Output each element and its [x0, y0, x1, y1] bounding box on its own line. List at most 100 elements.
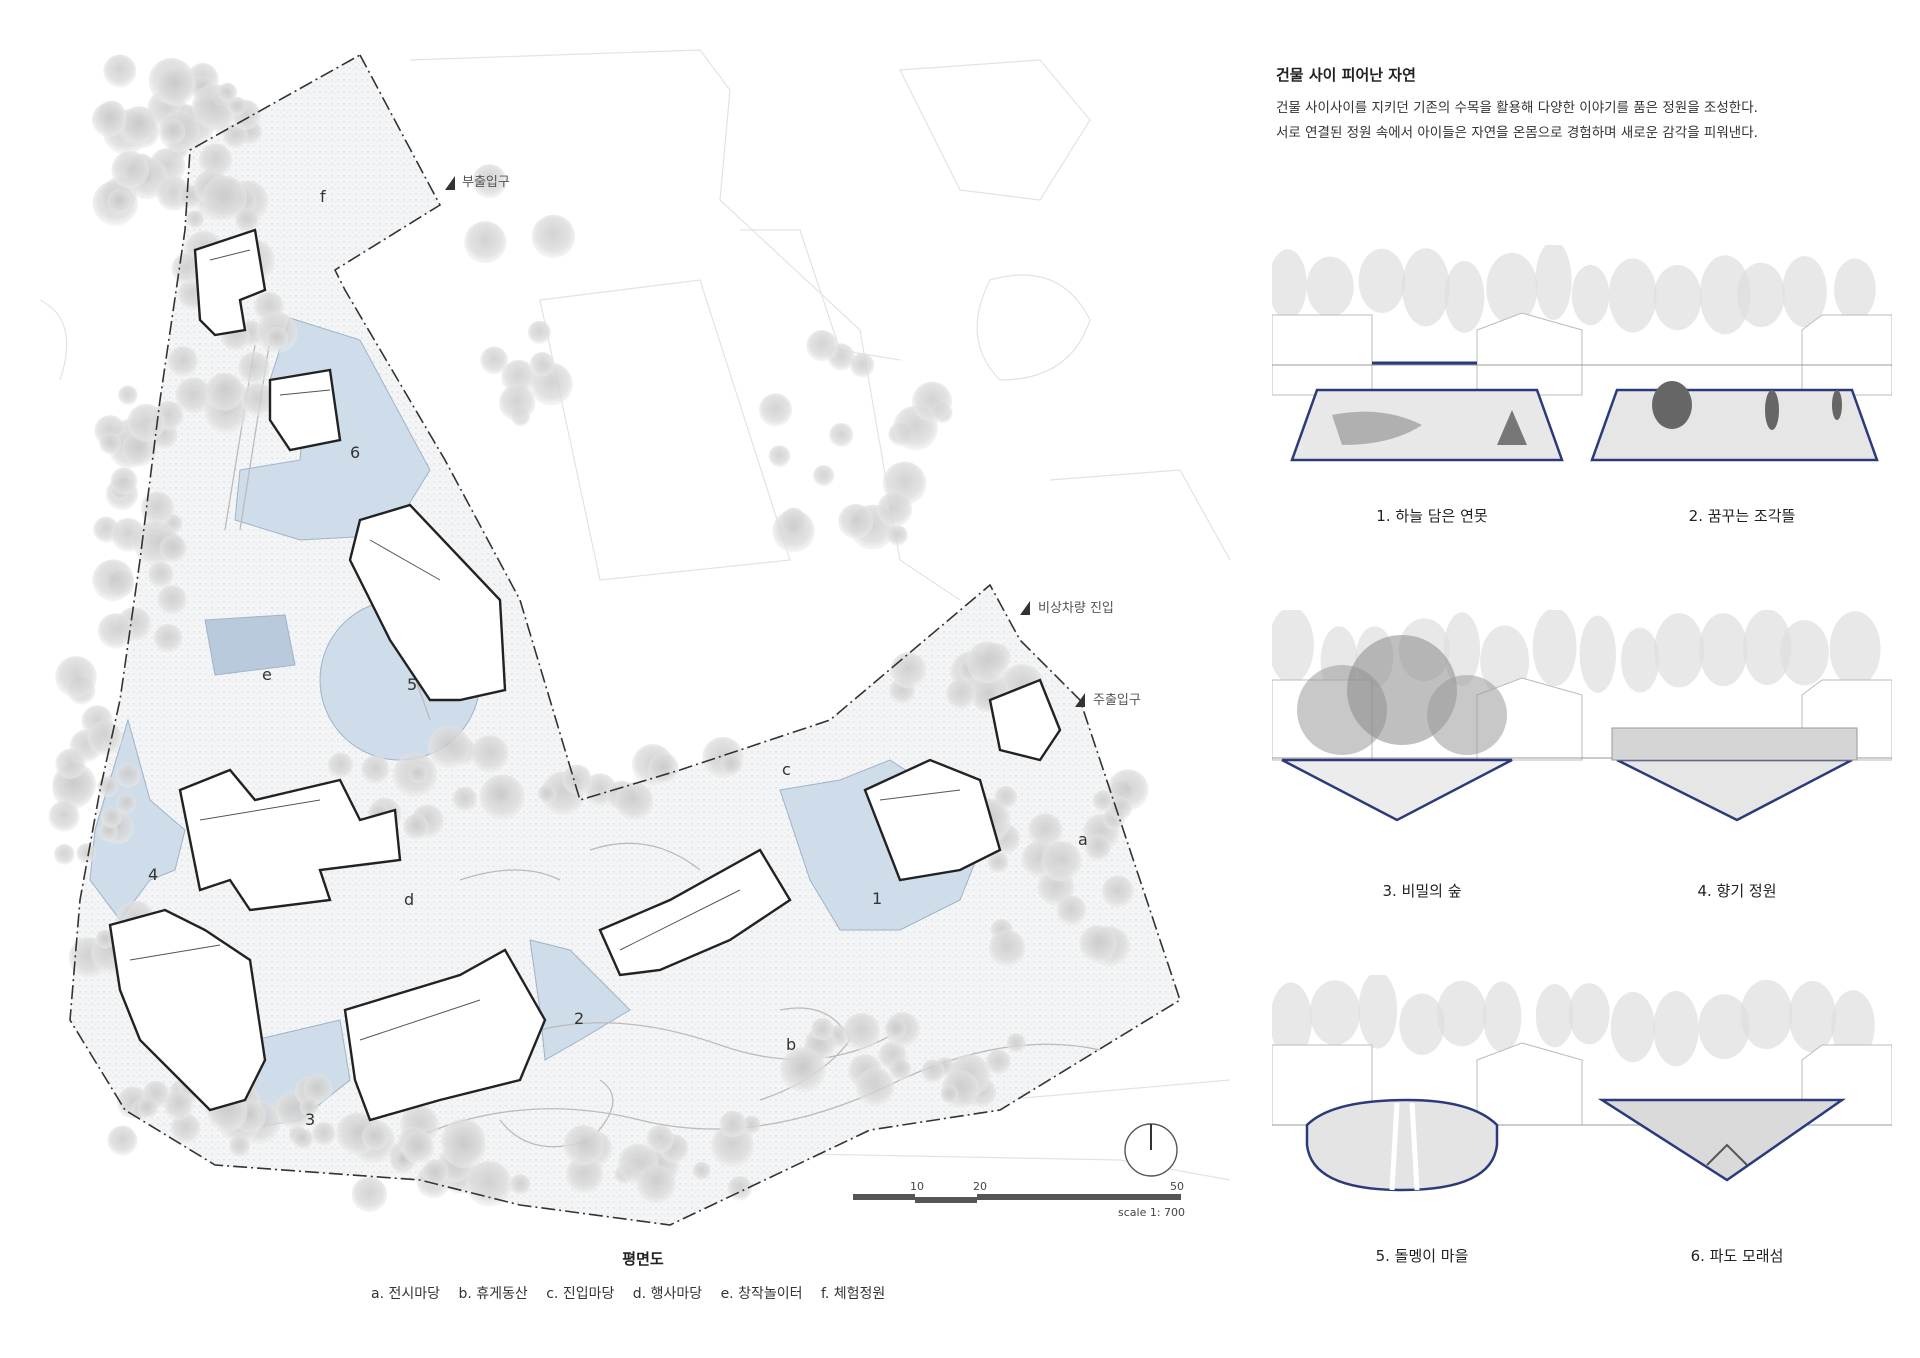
tree-canopy: [987, 851, 1009, 874]
tree-canopy: [53, 844, 75, 865]
tree-canopy: [877, 492, 913, 527]
background-tree: [1535, 984, 1574, 1048]
section-3-forest: [1281, 758, 1513, 822]
background-tree: [1621, 627, 1660, 693]
tree-canopy: [140, 491, 175, 526]
right-title: 건물 사이 피어난 자연: [1276, 66, 1416, 84]
section-3-4-drawing: [1272, 610, 1892, 822]
tree-canopy: [849, 353, 875, 378]
tree-canopy: [509, 1174, 531, 1195]
background-tree: [1653, 991, 1699, 1067]
background-tree: [1608, 258, 1657, 333]
garden-labels: 1 2 3 4 5 6: [148, 443, 882, 1129]
tree-canopy: [452, 786, 478, 812]
tree-canopy: [241, 382, 275, 417]
entry-markers: 부출입구 비상차량 진입 주출입구: [445, 175, 1141, 708]
section-1-pond: [1290, 388, 1564, 462]
tree-canopy: [327, 752, 354, 779]
tree-canopy: [111, 151, 149, 189]
background-tree: [1788, 981, 1837, 1053]
tree-canopy: [155, 65, 196, 107]
tree-canopy: [720, 753, 742, 776]
tree-canopy: [772, 509, 815, 553]
tree-canopy: [76, 843, 97, 864]
background-tree: [1653, 265, 1702, 331]
tree-canopy: [480, 346, 508, 375]
background-tree: [1486, 252, 1538, 325]
area-label-b: b: [786, 1035, 796, 1054]
tree-canopy: [768, 445, 791, 468]
tree-canopy: [646, 1125, 674, 1153]
scale-label: scale 1: 700: [1118, 1206, 1185, 1219]
background-tree: [1698, 994, 1750, 1060]
tree-canopy: [229, 1135, 251, 1157]
background-tree: [1402, 248, 1450, 327]
tree-canopy: [99, 432, 122, 455]
tree-canopy: [921, 1059, 945, 1083]
building-central: [348, 503, 507, 702]
background-tree: [1309, 980, 1361, 1046]
section-label-2: 2. 꿈꾸는 조각뜰: [1688, 507, 1796, 525]
section-5-stone-village: [1305, 1098, 1499, 1192]
tree-canopy: [562, 764, 592, 795]
tree-canopy: [1041, 841, 1082, 882]
building-west-a: [178, 768, 402, 912]
tree-canopy: [843, 1012, 881, 1051]
tree-canopy: [988, 930, 1026, 967]
tree-canopy: [227, 96, 247, 116]
tree-canopy: [198, 143, 233, 177]
background-tree: [1399, 993, 1445, 1055]
plan-legend: a. 전시마당 b. 휴게동산 c. 진입마당 d. 행사마당 e. 창작놀이터…: [371, 1283, 899, 1303]
tree-canopy: [167, 346, 199, 377]
site-boundary: [69, 53, 1181, 1226]
tree-canopy: [127, 403, 165, 442]
right-description-line-1: 건물 사이사이를 지키던 기존의 수목을 활용해 다양한 이야기를 품은 정원을…: [1276, 100, 1758, 116]
scale-bar: 10 20 50 scale 1: 700: [853, 1180, 1185, 1219]
tree-canopy: [103, 54, 137, 88]
building-south-a: [343, 948, 547, 1122]
tree-canopy: [890, 652, 927, 689]
background-tree: [1358, 248, 1406, 313]
garden-label-2: 2: [574, 1009, 584, 1028]
scale-tick-20: 20: [973, 1180, 987, 1193]
tree-canopy: [719, 1110, 747, 1138]
tree-canopy: [148, 562, 174, 588]
plan-title: 평면도: [622, 1250, 664, 1268]
right-description: 건물 사이사이를 지키던 기존의 수목을 활용해 다양한 이야기를 품은 정원을…: [1276, 96, 1758, 146]
tree-canopy: [806, 330, 838, 362]
tree-canopy: [1006, 1033, 1026, 1053]
tree-canopy: [223, 123, 248, 149]
tree-canopy: [758, 393, 793, 427]
tree-canopy: [537, 784, 557, 804]
tree-canopy: [813, 465, 835, 487]
background-tree: [1699, 255, 1751, 335]
tree-canopy: [1056, 895, 1087, 926]
tree-canopy: [115, 762, 141, 788]
legend-item-b: b. 휴게동산: [458, 1286, 528, 1302]
tree-canopy: [95, 929, 115, 949]
tree-canopy: [97, 613, 134, 649]
tree-canopy: [427, 725, 471, 769]
tree-canopy: [157, 585, 187, 615]
tree-canopies: [48, 54, 1149, 1213]
tree-canopy: [164, 1091, 193, 1121]
tree-canopy: [91, 102, 127, 137]
tree-canopy: [238, 351, 271, 384]
background-tree: [1571, 264, 1610, 326]
tree-canopy: [159, 535, 187, 563]
background-tree: [1740, 979, 1793, 1050]
background-tree: [1782, 256, 1827, 328]
tree-canopy: [1079, 925, 1117, 963]
background-tree: [1358, 975, 1398, 1049]
tree-canopy: [312, 1122, 336, 1146]
tree-canopy: [186, 210, 205, 229]
tree-canopy: [565, 1156, 604, 1194]
tree-canopy: [527, 320, 552, 344]
section-row-1: 1. 하늘 담은 연못 2. 꿈꾸는 조각뜰: [1272, 245, 1892, 525]
background-tree: [1272, 610, 1314, 684]
tree-canopy: [351, 1176, 388, 1213]
north-arrow: [1124, 1123, 1178, 1177]
area-labels: a b c d e f: [262, 187, 1088, 1054]
area-label-f: f: [320, 187, 326, 206]
background-tree: [1831, 990, 1875, 1061]
